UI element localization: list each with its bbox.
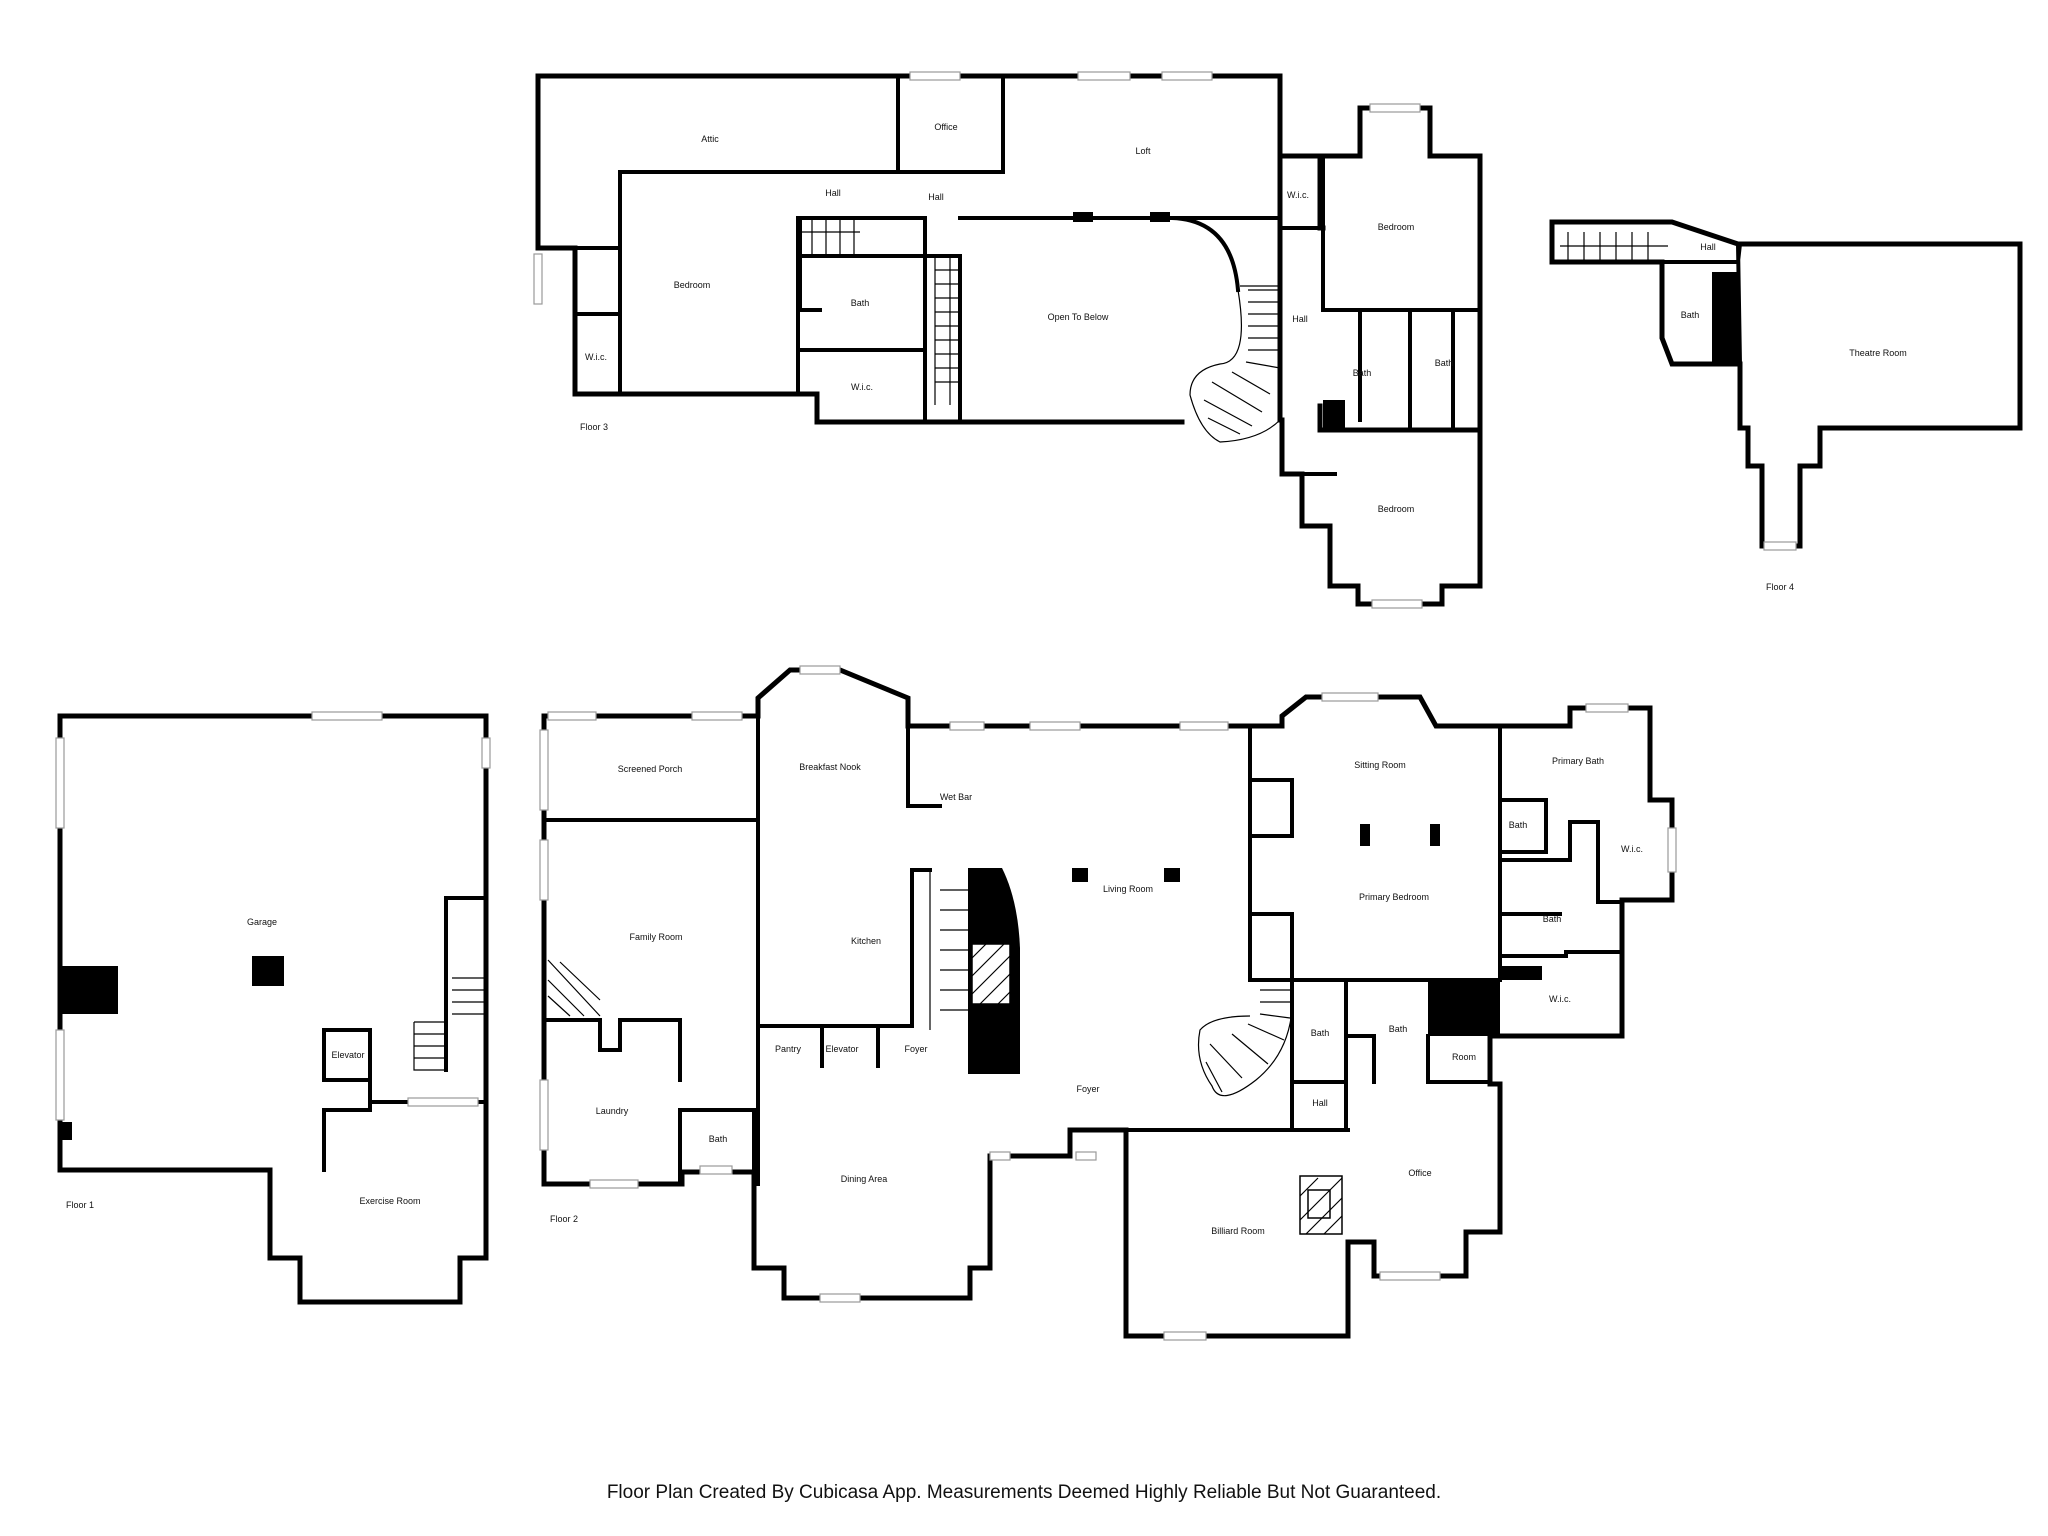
- room-bath-f4: Bath: [1681, 310, 1700, 320]
- floor-3-plan: Attic Office Loft Hall Hall Bedroom Bath…: [533, 71, 1483, 609]
- room-elevator-f1: Elevator: [331, 1050, 364, 1060]
- room-garage: Garage: [247, 917, 277, 927]
- room-bedroom-right-f3: Bedroom: [1378, 222, 1415, 232]
- room-hall-right-f3: Hall: [1292, 314, 1308, 324]
- room-bath-small-f2: Bath: [1509, 820, 1528, 830]
- room-primary-bedroom: Primary Bedroom: [1359, 892, 1429, 902]
- disclaimer-text: Floor Plan Created By Cubicasa App. Meas…: [606, 1482, 1442, 1503]
- room-hall-a-f3: Hall: [825, 188, 841, 198]
- room-room-f2: Room: [1452, 1052, 1476, 1062]
- room-bath-a-f2: Bath: [1311, 1028, 1330, 1038]
- floor-4-plan: Hall Bath Theatre Room Floor 4: [1549, 219, 2023, 592]
- room-hall-b-f3: Hall: [928, 192, 944, 202]
- room-billiard: Billiard Room: [1211, 1226, 1265, 1236]
- room-pantry: Pantry: [775, 1044, 802, 1054]
- room-hall-f4: Hall: [1700, 242, 1716, 252]
- room-breakfast-nook: Breakfast Nook: [799, 762, 861, 772]
- room-loft: Loft: [1135, 146, 1151, 156]
- room-open-to-below: Open To Below: [1048, 312, 1109, 322]
- room-bath-f2: Bath: [709, 1134, 728, 1144]
- room-office-f2: Office: [1408, 1168, 1431, 1178]
- room-sitting: Sitting Room: [1354, 760, 1406, 770]
- room-bedroom-left-f3: Bedroom: [674, 280, 711, 290]
- room-wet-bar: Wet Bar: [940, 792, 972, 802]
- floor-4-label: Floor 4: [1766, 582, 1794, 592]
- room-attic: Attic: [701, 134, 719, 144]
- floor-3-label: Floor 3: [580, 422, 608, 432]
- room-primary-bath: Primary Bath: [1552, 756, 1604, 766]
- room-bath-right-a-f3: Bath: [1353, 368, 1372, 378]
- room-screened-porch: Screened Porch: [618, 764, 683, 774]
- room-foyer: Foyer: [1076, 1084, 1099, 1094]
- room-wic-center-f3: W.i.c.: [851, 382, 873, 392]
- floor-1-plan: Garage Elevator Exercise Room Floor 1: [55, 711, 491, 1305]
- floor-2-plan: Screened Porch Breakfast Nook Wet Bar Fa…: [539, 665, 1677, 1341]
- room-bath-right-b-f3: Bath: [1435, 358, 1454, 368]
- room-foyer-small: Foyer: [904, 1044, 927, 1054]
- floor-1-label: Floor 1: [66, 1200, 94, 1210]
- room-laundry: Laundry: [596, 1106, 629, 1116]
- room-wic-right-f3: W.i.c.: [1287, 190, 1309, 200]
- room-exercise: Exercise Room: [359, 1196, 420, 1206]
- room-living-room: Living Room: [1103, 884, 1153, 894]
- room-wic-left-f3: W.i.c.: [585, 352, 607, 362]
- room-hall-f2: Hall: [1312, 1098, 1328, 1108]
- room-office-f3: Office: [934, 122, 957, 132]
- floor-2-label: Floor 2: [550, 1214, 578, 1224]
- room-bath-mid-f2: Bath: [1543, 914, 1562, 924]
- room-dining-area: Dining Area: [841, 1174, 888, 1184]
- room-bath-b-f2: Bath: [1389, 1024, 1408, 1034]
- room-kitchen: Kitchen: [851, 936, 881, 946]
- room-bath-center-f3: Bath: [851, 298, 870, 308]
- room-theatre: Theatre Room: [1849, 348, 1907, 358]
- room-family-room: Family Room: [629, 932, 682, 942]
- room-wic-bottom-f2: W.i.c.: [1549, 994, 1571, 1004]
- room-elevator-f2: Elevator: [825, 1044, 858, 1054]
- room-bedroom-bottom-f3: Bedroom: [1378, 504, 1415, 514]
- room-wic-top-f2: W.i.c.: [1621, 844, 1643, 854]
